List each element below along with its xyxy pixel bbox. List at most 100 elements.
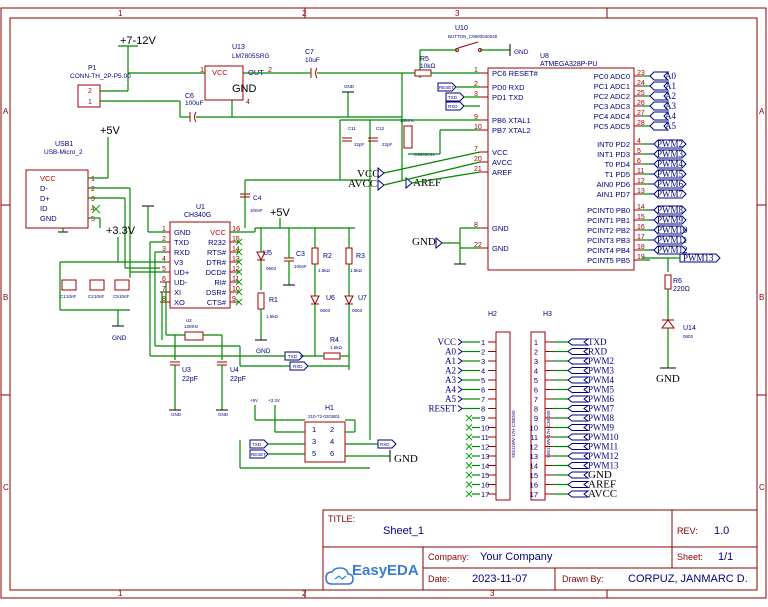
u1-pin-dcd: DCD#	[206, 268, 227, 277]
h2-pin-num-11: 11	[481, 433, 489, 442]
pwm-label-pwm4: PWM4	[657, 159, 684, 169]
col-label-3-bottom: 3	[490, 589, 495, 598]
u1-pin-num-2: 2	[162, 236, 166, 243]
pwm-tag-pwm7	[650, 189, 687, 199]
sheet-label: Sheet:	[677, 552, 703, 562]
analog-label-a2: A2	[665, 91, 676, 101]
h3-pin-num-4: 4	[534, 367, 538, 376]
h2-ref: H2	[488, 311, 497, 318]
h3-tag-pwm6	[567, 395, 590, 403]
u1-nc-mark	[235, 248, 243, 256]
usb1-pin-vcc: VCC	[40, 174, 56, 183]
pwm-label-pwm8: PWM8	[657, 205, 684, 215]
h2-pin-num-16: 16	[481, 481, 489, 490]
u1-pin-xo: XO	[174, 298, 185, 307]
u1-nc-mark	[235, 298, 243, 306]
h2-header	[495, 331, 511, 501]
gnd-label-usb: GND	[112, 335, 127, 342]
h2-pin-num-9: 9	[481, 414, 485, 423]
u13-regulator	[204, 65, 244, 101]
u1-nc-mark	[235, 288, 243, 296]
title-label: TITLE:	[328, 514, 355, 524]
h2-pin-num-17: 17	[481, 490, 489, 499]
col-label-1-bottom: 1	[118, 589, 123, 598]
u8-chip	[487, 67, 635, 271]
u8-pin-num-5: 5	[637, 148, 641, 155]
h2-label-a4: A4	[445, 385, 456, 395]
pwm-tag-pwm5	[650, 169, 687, 179]
r6-value: 220Ω	[673, 286, 690, 293]
h3-pin-num-9: 9	[534, 414, 538, 423]
col-label-3: 3	[455, 9, 460, 18]
h2-nc-mark	[465, 490, 473, 498]
reset-tag-u8-text: RESET	[439, 85, 454, 90]
c7-ref: C7	[305, 49, 314, 56]
reset-tag-h1-text: RESET	[251, 452, 266, 457]
h2-label-a2: A2	[445, 366, 456, 376]
u8-pin-num-7: 7	[474, 146, 478, 153]
p1-connector	[77, 84, 101, 108]
u1-pin-ud: UD+	[174, 268, 190, 277]
u13-ref: U13	[232, 44, 245, 51]
u8-pin-aref: AREF	[492, 168, 512, 177]
r6-ref: R6	[673, 278, 682, 285]
u1-pin-num-1: 1	[162, 226, 166, 233]
u8-pin-num-13: 13	[637, 188, 645, 195]
u8-pin-pcint4-pb4: PCINT4 PB4	[587, 246, 630, 255]
h3-tag-pwm8	[567, 414, 590, 422]
h3-tag-pwm9	[567, 424, 590, 431]
h3-pins: 1234567891011121314151617TXDRXDPWM2PWM3P…	[530, 337, 619, 500]
analog-tag-a2	[649, 91, 670, 101]
h2-pin-num-14: 14	[481, 462, 489, 471]
analog-tag-a0	[649, 71, 670, 81]
h3-pin-num-14: 14	[530, 462, 538, 471]
vcc-net-label-u8: VCC	[357, 168, 380, 180]
u3-ref: U3	[182, 367, 191, 374]
pwm-label-pwm2: PWM2	[657, 139, 683, 149]
u8-pin-pc5-adc5: PC5 ADC5	[594, 122, 630, 131]
power-5v-label-top: +5V	[100, 125, 121, 137]
usb1-num3: 3	[91, 196, 95, 203]
h3-label-pwm6: PWM6	[588, 394, 615, 404]
u8-pin-int1-pd3: INT1 PD3	[597, 150, 630, 159]
u8-pin-num-17: 17	[637, 234, 645, 241]
u8-pin-pcint0-pb0: PCINT0 PB0	[587, 206, 630, 215]
drawn-by-value: CORPUZ, JANMARC D.	[628, 573, 748, 585]
u8-pin-num-14: 14	[637, 204, 645, 211]
u1-pin-ri: RI#	[214, 278, 227, 287]
h2-pin-num-5: 5	[481, 376, 485, 385]
c11-value: 22pF	[354, 142, 365, 147]
c2-cap	[89, 279, 105, 291]
power-input-section: +7-12V P1 CONN-TH_2P-P5.00 2 1 U13 LM780…	[70, 35, 402, 123]
h1-value: 210-72-03GB01	[308, 414, 341, 419]
h3-tag-gnd	[567, 471, 590, 479]
txd-tag-h1-text: TXD	[252, 442, 262, 447]
power-7-12v-label: +7-12V	[120, 35, 156, 47]
r4-value: 1.5kΩ	[330, 345, 343, 350]
analog-label-a3: A3	[665, 101, 676, 111]
h2-pin-num-7: 7	[481, 395, 485, 404]
rxd-tag-u8-text: RXD	[448, 104, 458, 109]
h3-tag-pwm13	[567, 462, 590, 469]
u8-pin-num-23: 23	[637, 70, 645, 77]
u8-pin-t1-pd5: T1 PD5	[605, 170, 630, 179]
usb-section: +5V USB1 USB-Micro_2 VCC D- D+ ID GND 1 …	[25, 125, 140, 342]
gnd-label-u4: GND	[218, 412, 229, 417]
u1-chip	[169, 221, 231, 309]
usb1-pin-id: ID	[40, 204, 48, 213]
r4-resistor	[323, 352, 341, 360]
h3-label-pwm3: PWM3	[588, 366, 615, 376]
h1-5v-label: +5V	[250, 398, 258, 403]
h1-ref: H1	[325, 405, 334, 412]
r2-resistor	[311, 247, 319, 265]
h3-header	[530, 331, 546, 501]
h3-pin-num-10: 10	[530, 424, 538, 433]
u1-pin-num-11: 11	[232, 276, 239, 283]
h3-tag-pwm7	[567, 405, 590, 412]
pwm13-net-tag	[679, 253, 721, 263]
u8-pin-num-18: 18	[637, 244, 645, 251]
h2-pin-num-12: 12	[481, 443, 489, 452]
